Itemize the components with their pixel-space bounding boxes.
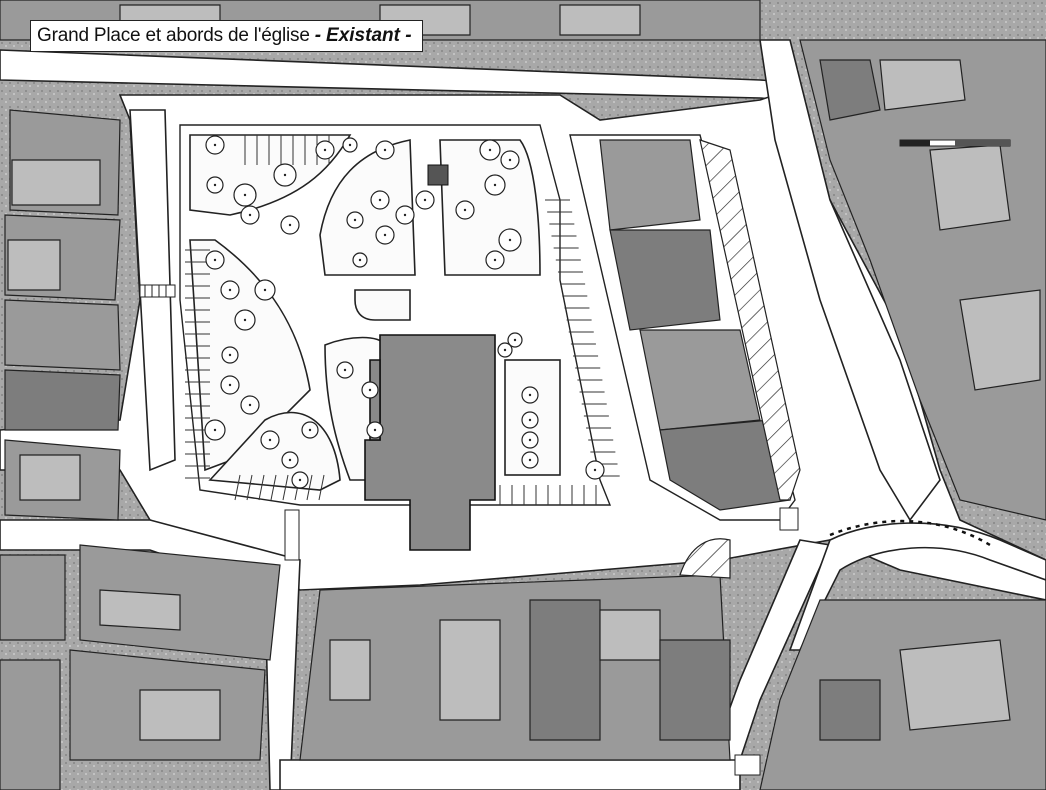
planter [354,289,411,321]
buildings-east [799,39,1046,521]
garden-west [189,239,311,472]
monument [427,164,449,186]
map-title-box: Grand Place et abords de l'église - Exis… [30,20,423,52]
title-separator: - [314,25,322,46]
buildings-south [0,544,1046,790]
map-title: Grand Place et abords de l'église [37,25,310,46]
church [364,334,496,551]
dashed-boundary [829,519,991,547]
crosswalks [139,284,799,776]
scale-bar [899,139,1011,147]
map-state-label: Existant - [326,25,412,46]
parking-stalls [185,135,620,505]
trees [204,135,605,489]
buildings-west [4,109,121,521]
buildings-central-block [569,134,801,521]
hatched-corner [679,538,731,579]
